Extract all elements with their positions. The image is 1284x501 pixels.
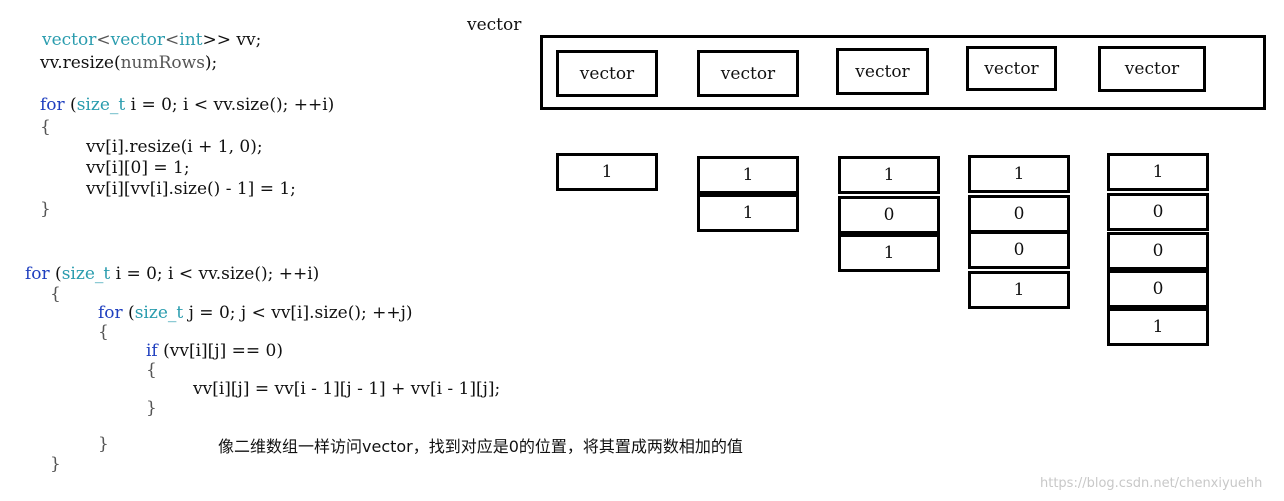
code-line: vv[i][j] = vv[i - 1][j - 1] + vv[i - 1][…	[193, 379, 501, 399]
code-token: j = 0; j < vv[i].size(); ++j)	[183, 303, 413, 323]
code-token: (	[49, 264, 62, 284]
code-line: }	[50, 454, 61, 474]
code-token: vector	[42, 30, 97, 50]
code-line: vv[i][vv[i].size() - 1] = 1;	[86, 179, 296, 199]
code-token: size_t	[76, 95, 126, 115]
cell-box: 0	[1107, 232, 1209, 270]
cell-box: 1	[697, 194, 799, 232]
cell-box: 0	[838, 196, 940, 234]
cell-box: 1	[968, 155, 1070, 193]
cell-box: 1	[968, 271, 1070, 309]
code-line: {	[50, 284, 61, 304]
code-line: {	[98, 322, 109, 342]
cell-box: 1	[1107, 308, 1209, 346]
code-line: }	[40, 199, 51, 219]
inner-vector-box: vector	[697, 50, 799, 97]
code-token: numRows	[120, 53, 205, 73]
code-token: i = 0; i < vv.size(); ++i)	[125, 95, 335, 115]
code-line: if (vv[i][j] == 0)	[146, 341, 283, 361]
code-token: for	[40, 95, 65, 115]
outer-vector-box	[540, 35, 1266, 110]
cell-box: 1	[697, 156, 799, 194]
inner-vector-box: vector	[836, 48, 929, 95]
cell-box: 0	[1107, 270, 1209, 308]
code-line: for (size_t j = 0; j < vv[i].size(); ++j…	[98, 303, 413, 323]
annotation-note: 像二维数组一样访问vector，找到对应是0的位置，将其置成两数相加的值	[218, 437, 743, 456]
code-line: {	[146, 360, 157, 380]
cell-box: 0	[1107, 193, 1209, 231]
cell-box: 0	[968, 195, 1070, 233]
cell-box: 1	[838, 234, 940, 272]
code-token: i = 0; i < vv.size(); ++i)	[110, 264, 320, 284]
code-token: int	[179, 30, 203, 50]
code-token: (vv[i][j] == 0)	[157, 341, 283, 361]
code-line: for (size_t i = 0; i < vv.size(); ++i)	[25, 264, 319, 284]
code-token: >> vv;	[202, 30, 262, 50]
code-token: (	[122, 303, 135, 323]
code-token: for	[25, 264, 50, 284]
code-token: for	[98, 303, 123, 323]
code-line: vector<vector<int>> vv;	[42, 30, 261, 50]
code-token: if	[146, 341, 158, 361]
cell-box: 1	[556, 153, 658, 191]
code-token: <	[165, 30, 180, 50]
code-line: }	[98, 434, 109, 454]
code-token: size_t	[61, 264, 111, 284]
code-token: vector	[110, 30, 166, 50]
watermark: https://blog.csdn.net/chenxiyuehh	[1040, 476, 1263, 491]
code-token: <	[96, 30, 111, 50]
cell-box: 0	[968, 231, 1070, 269]
code-line: vv[i][0] = 1;	[86, 158, 190, 178]
code-line: for (size_t i = 0; i < vv.size(); ++i)	[40, 95, 334, 115]
code-line: vv[i].resize(i + 1, 0);	[86, 137, 263, 157]
inner-vector-box: vector	[556, 50, 658, 97]
code-line: {	[40, 117, 51, 137]
code-token: size_t	[134, 303, 184, 323]
code-token: );	[204, 53, 218, 73]
code-token: vv.resize(	[40, 53, 121, 73]
inner-vector-box: vector	[1098, 46, 1206, 92]
code-line: vv.resize(numRows);	[40, 53, 217, 73]
cell-box: 1	[1107, 153, 1209, 191]
cell-box: 1	[838, 156, 940, 194]
code-line: }	[146, 398, 157, 418]
code-token: (	[64, 95, 77, 115]
outer-vector-label: vector	[467, 15, 522, 35]
inner-vector-box: vector	[966, 46, 1057, 91]
